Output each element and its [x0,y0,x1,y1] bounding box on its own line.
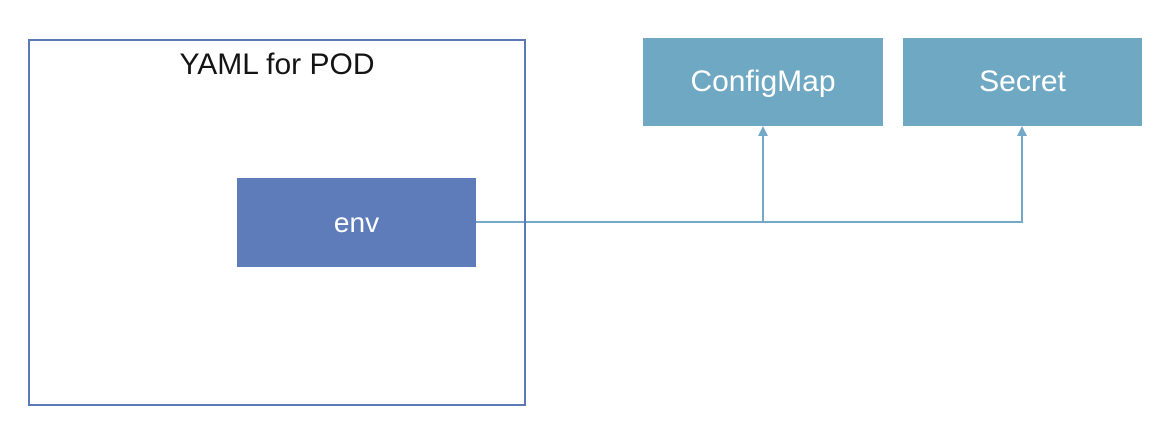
pod-box: YAML for POD [28,39,526,406]
configmap-box: ConfigMap [643,38,883,126]
connector-line-to-secret [1021,135,1023,223]
secret-arrowhead-up-icon [1017,126,1027,136]
configmap-arrowhead-up-icon [758,126,768,136]
env-box-label: env [333,206,380,238]
pod-box-label: YAML for POD [179,48,375,81]
connector-line-to-configmap [762,135,764,223]
connector-horizontal-line [476,221,1023,223]
secret-box-label: Secret [979,65,1066,98]
secret-box: Secret [903,38,1142,126]
configmap-box-label: ConfigMap [690,65,836,98]
env-box: env [237,178,476,267]
